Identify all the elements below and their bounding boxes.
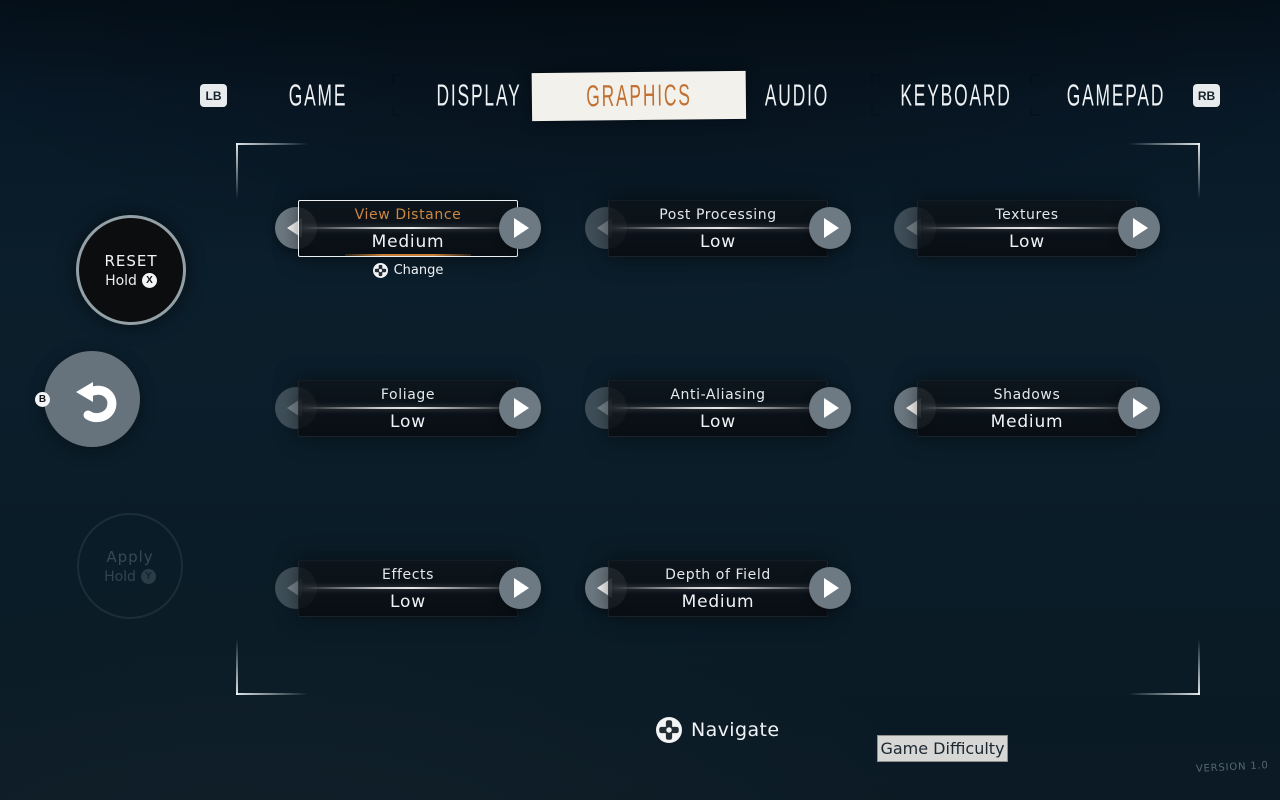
shadows-next-button[interactable] (1118, 387, 1160, 429)
tab-divider-bracket (871, 74, 885, 116)
setting-label: View Distance (354, 207, 462, 223)
change-hint-label: Change (393, 263, 444, 278)
right-triangle-icon (824, 578, 839, 598)
setting-divider (300, 227, 516, 229)
setting-value: Low (700, 232, 736, 252)
right-triangle-icon (1133, 398, 1148, 418)
setting-label: Textures (995, 207, 1059, 223)
reset-hold-label: Hold (105, 272, 137, 289)
gamepad-b-button-icon: B (35, 392, 50, 407)
setting-divider (919, 407, 1135, 409)
tab-label: AUDIO (764, 78, 830, 113)
depth-of-field-next-button[interactable] (809, 567, 851, 609)
frame-corner-bottom-right (1128, 639, 1200, 695)
frame-corner-top-right (1128, 143, 1200, 199)
tab-divider-bracket (1030, 74, 1044, 116)
right-triangle-icon (514, 398, 529, 418)
right-triangle-icon (824, 398, 839, 418)
tooltip-label: Game Difficulty (880, 739, 1005, 758)
tab-keyboard[interactable]: KEYBOARD (866, 72, 1046, 120)
tab-audio[interactable]: AUDIO (745, 72, 849, 120)
setting-foliage: Foliage Low (258, 380, 558, 480)
setting-value: Medium (371, 232, 445, 252)
game-difficulty-tooltip: Game Difficulty (877, 735, 1008, 762)
setting-label: Foliage (380, 387, 436, 403)
tab-game[interactable]: GAME (271, 72, 365, 120)
setting-divider (300, 407, 516, 409)
setting-textures: Textures Low (877, 200, 1177, 300)
setting-value: Low (1009, 232, 1045, 252)
setting-value: Low (390, 592, 426, 612)
view-distance-next-button[interactable] (499, 207, 541, 249)
apply-label: Apply (106, 547, 154, 566)
setting-divider (610, 407, 826, 409)
tab-gamepad[interactable]: GAMEPAD (1037, 72, 1196, 120)
setting-value: Medium (681, 592, 755, 612)
setting-divider (610, 227, 826, 229)
setting-post-processing: Post Processing Low (568, 200, 868, 300)
tab-label: GAMEPAD (1066, 78, 1166, 113)
tab-label: DISPLAY (436, 78, 522, 113)
tab-label: GRAPHICS (586, 78, 692, 113)
setting-value: Low (390, 412, 426, 432)
apply-button: Apply Hold Y (77, 513, 183, 619)
setting-divider (610, 587, 826, 589)
tab-label: KEYBOARD (900, 78, 1012, 113)
tab-display[interactable]: DISPLAY (410, 72, 547, 120)
setting-label: Effects (382, 567, 434, 583)
setting-label: Post Processing (659, 207, 777, 223)
right-triangle-icon (514, 218, 529, 238)
lb-shoulder-badge[interactable]: LB (200, 84, 227, 107)
tab-divider-bracket (392, 74, 406, 116)
post-processing-next-button[interactable] (809, 207, 851, 249)
gamepad-y-button-icon: Y (140, 569, 156, 584)
apply-hold-label: Hold (104, 568, 136, 585)
right-triangle-icon (824, 218, 839, 238)
right-triangle-icon (1133, 218, 1148, 238)
setting-view-distance: View Distance Medium Change (258, 200, 558, 300)
gamepad-x-button-icon: X (141, 273, 157, 288)
rb-shoulder-badge[interactable]: RB (1193, 84, 1220, 107)
frame-corner-top-left (236, 143, 308, 199)
dpad-icon (656, 717, 682, 743)
setting-label: Shadows (993, 387, 1061, 403)
version-label: VERSION 1.0 (1195, 760, 1269, 775)
setting-anti-aliasing: Anti-Aliasing Low (568, 380, 868, 480)
reset-button[interactable]: RESET Hold X (76, 215, 186, 325)
setting-shadows: Shadows Medium (877, 380, 1177, 480)
undo-arrow-icon (76, 382, 117, 423)
navigate-label: Navigate (691, 719, 780, 741)
reset-label: RESET (104, 251, 158, 270)
navigate-hint: Navigate (656, 717, 779, 743)
foliage-next-button[interactable] (499, 387, 541, 429)
setting-label: Anti-Aliasing (670, 387, 766, 403)
setting-value: Medium (990, 412, 1064, 432)
back-button[interactable]: B (35, 351, 140, 447)
anti-aliasing-next-button[interactable] (809, 387, 851, 429)
right-triangle-icon (514, 578, 529, 598)
dpad-icon (372, 263, 388, 278)
tab-graphics[interactable]: GRAPHICS (531, 70, 747, 122)
effects-next-button[interactable] (499, 567, 541, 609)
setting-divider (919, 227, 1135, 229)
setting-label: Depth of Field (665, 567, 771, 583)
setting-value: Low (700, 412, 736, 432)
setting-depth-of-field: Depth of Field Medium (568, 560, 868, 660)
textures-next-button[interactable] (1118, 207, 1160, 249)
selected-underline (345, 254, 471, 256)
setting-divider (300, 587, 516, 589)
setting-effects: Effects Low (258, 560, 558, 660)
tab-label: GAME (288, 78, 348, 113)
